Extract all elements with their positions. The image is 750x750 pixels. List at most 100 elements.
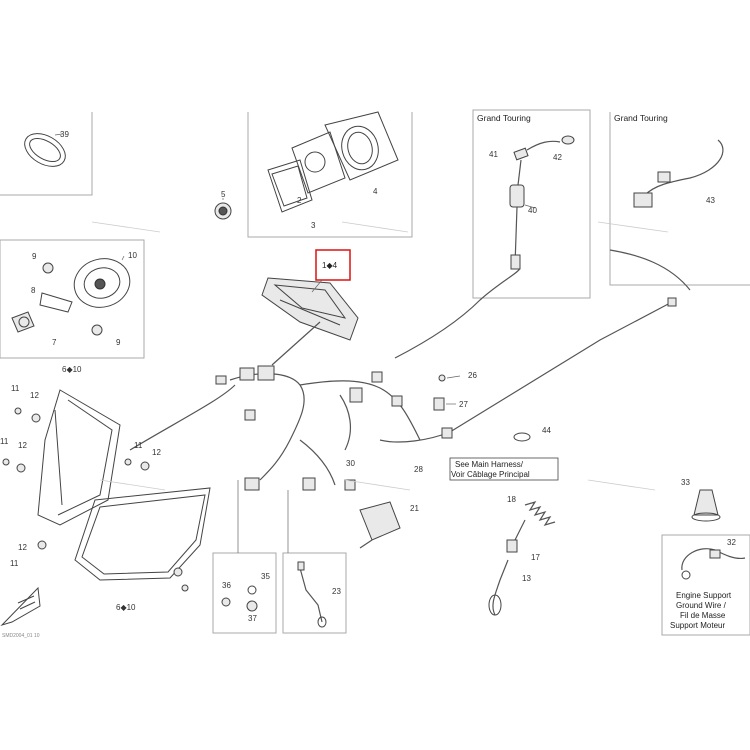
part-35-washer[interactable] (247, 585, 257, 595)
callout-12-d: 12 (18, 543, 27, 552)
part-27-connector[interactable] (433, 397, 445, 411)
callout-35: 35 (261, 572, 270, 581)
part-3-gauge-bezel[interactable] (267, 159, 313, 213)
part-26-bolt[interactable] (438, 374, 446, 382)
callout-18: 18 (507, 495, 516, 504)
part-4-gauge-cluster[interactable] (324, 111, 399, 181)
main-harness-note-line-2: Voir Câblage Principal (451, 470, 530, 479)
part-7-bulb[interactable] (11, 311, 35, 333)
part-21-regulator[interactable] (359, 501, 401, 549)
main-harness[interactable] (129, 249, 691, 491)
part-1-instrument-cluster[interactable] (261, 277, 359, 341)
callout-37: 37 (248, 614, 257, 623)
callout-41: 41 (489, 150, 498, 159)
part-17-connector[interactable] (506, 539, 518, 553)
part-39-gasket[interactable] (19, 127, 71, 173)
main-harness-note[interactable]: See Main Harness/ Voir Câblage Principal (449, 457, 559, 481)
part-2-gauge-lens[interactable] (291, 131, 346, 194)
part-12-clip-e[interactable] (173, 567, 183, 577)
callout-7: 7 (52, 338, 57, 347)
watermark (91, 221, 669, 491)
part-5-knob[interactable] (214, 202, 232, 220)
part-11-screw-a[interactable] (14, 407, 22, 415)
frame-ground-wire-box (661, 534, 750, 636)
callout-4: 4 (373, 187, 378, 196)
engine-support-line-3: Fil de Masse (680, 611, 726, 620)
part-11-screw-c[interactable] (124, 458, 132, 466)
part-10-reflector[interactable] (69, 253, 136, 314)
callout-39: 39 (60, 130, 69, 139)
callout-17: 17 (531, 553, 540, 562)
part-43-harness[interactable] (633, 139, 724, 208)
part-11-screw-b[interactable] (2, 458, 10, 466)
callout-10: 10 (128, 251, 137, 260)
part-8-bracket[interactable] (39, 292, 73, 313)
frame-grand-touring-2 (609, 112, 750, 286)
frame-grand-touring-1 (472, 109, 591, 299)
headlight-housing[interactable] (37, 389, 121, 526)
part-33-plug[interactable] (691, 489, 721, 522)
part-13-tether[interactable] (488, 559, 509, 616)
callout-9-bottom: 9 (116, 338, 121, 347)
engine-support-line-2: Ground Wire / (676, 601, 727, 610)
callout-43: 43 (706, 196, 715, 205)
part-12-clip-a[interactable] (31, 413, 41, 423)
callout-1-4[interactable]: 1◆4 (322, 261, 338, 270)
callout-27: 27 (459, 400, 468, 409)
callout-3: 3 (311, 221, 316, 230)
engine-support-line-1: Engine Support (676, 591, 732, 600)
part-9-nut-bottom[interactable] (91, 324, 103, 336)
callout-9-top: 9 (32, 252, 37, 261)
callout-12-b: 12 (18, 441, 27, 450)
part-40-socket[interactable] (509, 159, 525, 270)
part-36-screw[interactable] (221, 597, 231, 607)
engine-support-line-4: Support Moteur (670, 621, 725, 630)
part-44-grommet[interactable] (513, 432, 531, 442)
part-11-screw-d[interactable] (181, 584, 189, 592)
frame-gauge-box (247, 112, 413, 238)
callout-32: 32 (727, 538, 736, 547)
callout-42: 42 (553, 153, 562, 162)
callout-21: 21 (410, 504, 419, 513)
headlight-lens[interactable] (74, 487, 211, 581)
callout-12-c: 12 (152, 448, 161, 457)
callout-13: 13 (522, 574, 531, 583)
callout-8: 8 (31, 286, 36, 295)
callout-36: 36 (222, 581, 231, 590)
callout-44: 44 (542, 426, 551, 435)
callout-11-c: 11 (134, 441, 143, 450)
callout-26: 26 (468, 371, 477, 380)
part-37-nut[interactable] (246, 600, 258, 612)
callout-40: 40 (528, 206, 537, 215)
grand-touring-title-2: Grand Touring (614, 113, 668, 123)
part-32-ground-wire[interactable] (681, 548, 746, 580)
frame-headlight-box (0, 239, 145, 359)
callout-23: 23 (332, 587, 341, 596)
frame-top-left (0, 112, 93, 196)
part-41-connector[interactable] (513, 140, 561, 161)
callout-11-a: 11 (11, 384, 20, 393)
callout-1-4-highlight[interactable] (315, 249, 351, 281)
part-12-clip-c[interactable] (37, 540, 47, 550)
part-12-clip-b[interactable] (16, 463, 26, 473)
part-9-nut-top[interactable] (42, 262, 54, 274)
frame-bottom-box-1 (212, 552, 277, 634)
frame-bottom-box-2 (282, 552, 347, 634)
grand-touring-title-1: Grand Touring (477, 113, 531, 123)
reference-code: SMD2004_01 10 (2, 633, 40, 639)
callout-12-a: 12 (30, 391, 39, 400)
callout-28: 28 (414, 465, 423, 474)
engine-support-note: Engine Support Ground Wire / Fil de Mass… (670, 591, 732, 630)
part-18-coiled-cord[interactable] (514, 500, 556, 541)
part-12-clip-d[interactable] (140, 461, 150, 471)
callout-2: 2 (297, 196, 302, 205)
callout-6-10-top: 6◆10 (62, 365, 82, 374)
part-23-wire[interactable] (297, 561, 327, 628)
callout-30: 30 (346, 459, 355, 468)
callout-11-b: 11 (0, 437, 9, 446)
callout-11-d: 11 (10, 559, 19, 568)
callout-5: 5 (221, 190, 226, 199)
callout-33: 33 (681, 478, 690, 487)
part-42-bulb[interactable] (561, 135, 575, 145)
